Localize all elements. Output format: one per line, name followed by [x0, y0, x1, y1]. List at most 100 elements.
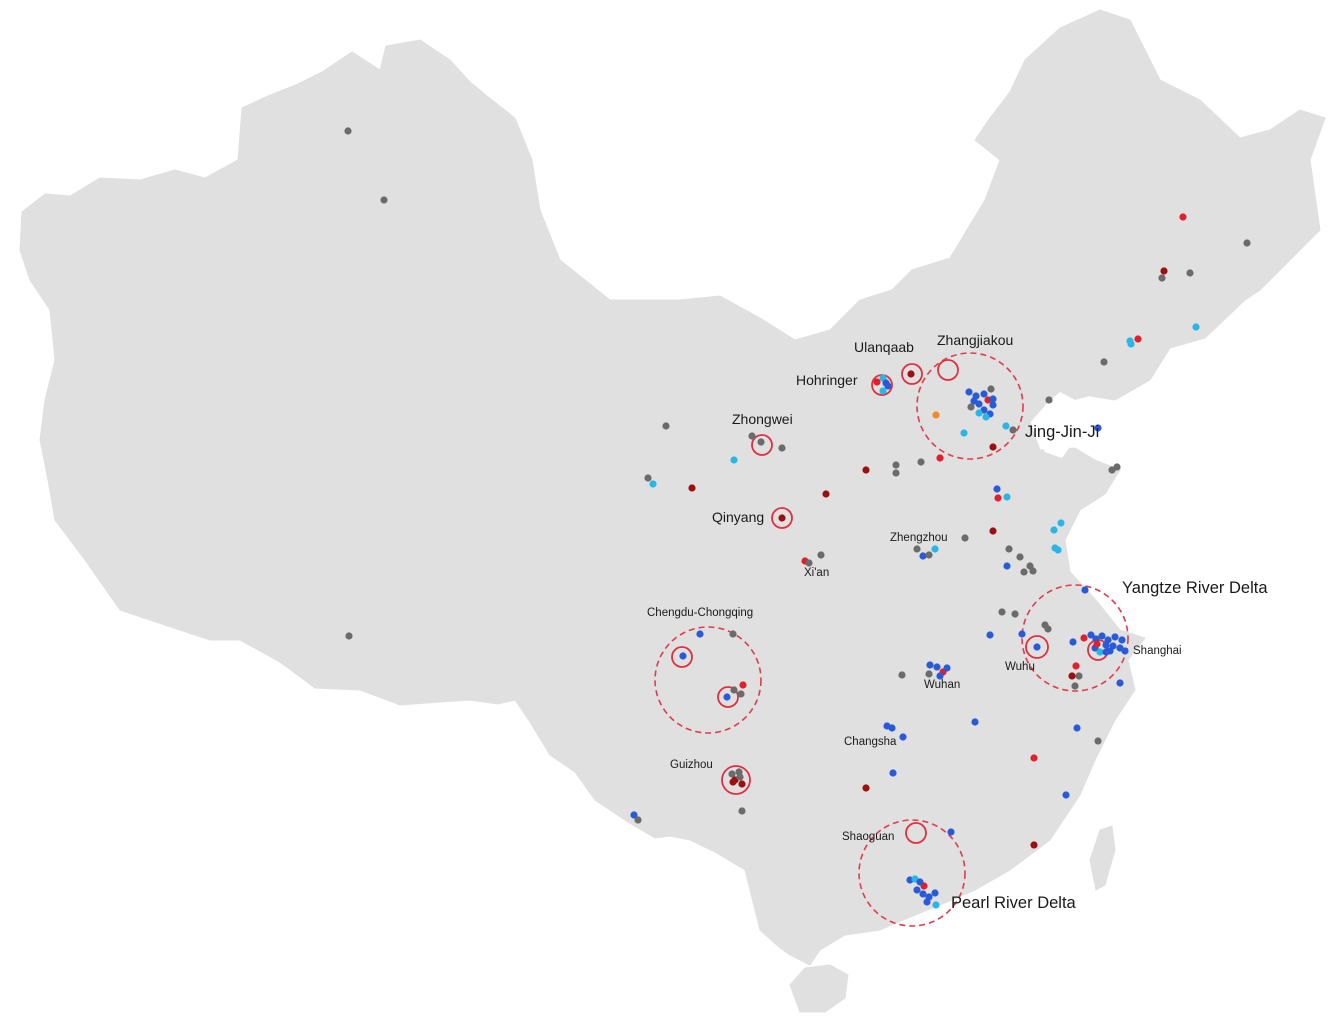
- data-center-dot: [778, 444, 786, 452]
- data-center-dot: [1062, 791, 1070, 799]
- data-center-dot: [967, 403, 975, 411]
- data-center-dot: [888, 724, 896, 732]
- data-center-dot: [993, 485, 1001, 493]
- data-center-dot: [634, 816, 642, 824]
- data-center-dot: [737, 690, 745, 698]
- data-center-dot: [925, 551, 933, 559]
- data-center-dot: [1045, 396, 1053, 404]
- data-center-dot: [913, 545, 921, 553]
- data-center-dot: [644, 474, 652, 482]
- data-center-dot: [736, 773, 744, 781]
- data-center-dot: [898, 671, 906, 679]
- data-center-dot: [960, 429, 968, 437]
- data-center-dot: [1044, 625, 1052, 633]
- data-center-dot: [1009, 426, 1017, 434]
- data-center-dot: [1096, 648, 1104, 656]
- data-center-dot: [975, 409, 983, 417]
- data-center-dot: [1068, 672, 1076, 680]
- label-yangtze-river-delta: Yangtze River Delta: [1122, 579, 1268, 597]
- label-qinyang: Qinyang: [712, 509, 764, 525]
- data-center-dot: [989, 401, 997, 409]
- data-center-dot: [696, 630, 704, 638]
- data-center-dot: [913, 886, 921, 894]
- data-center-dot: [822, 490, 830, 498]
- data-center-dot: [987, 385, 995, 393]
- data-center-dot: [923, 898, 931, 906]
- ring-guizhou: [721, 765, 751, 795]
- data-center-dot: [739, 681, 747, 689]
- data-center-dot: [943, 664, 951, 672]
- data-center-dot: [933, 663, 941, 671]
- data-center-dot: [344, 127, 352, 135]
- data-center-dot: [879, 387, 887, 395]
- data-center-dot: [907, 370, 915, 378]
- data-center-dot: [1073, 724, 1081, 732]
- data-center-dot: [1108, 466, 1116, 474]
- label-changsha: Changsha: [844, 736, 897, 748]
- data-center-dot: [1002, 422, 1010, 430]
- data-center-dot: [1121, 647, 1129, 655]
- ring-wuhu: [1025, 635, 1049, 659]
- data-center-dot: [989, 395, 997, 403]
- data-center-dot: [662, 422, 670, 430]
- data-center-dot: [1094, 424, 1102, 432]
- data-center-dot: [892, 469, 900, 477]
- ring-chongqing: [717, 686, 739, 708]
- data-center-dot: [932, 901, 940, 909]
- data-center-dot: [1134, 335, 1142, 343]
- data-center-dot: [1069, 638, 1077, 646]
- data-center-dot: [1030, 754, 1038, 762]
- data-center-dot: [916, 878, 924, 886]
- data-center-dot: [1075, 672, 1083, 680]
- label-shaoguan: Shaoguan: [842, 831, 894, 843]
- data-center-dot: [982, 413, 990, 421]
- ring-zhongwei: [751, 434, 773, 456]
- data-center-dot: [882, 379, 890, 387]
- data-center-dot: [1071, 682, 1079, 690]
- data-center-dot: [1127, 340, 1135, 348]
- data-center-dot: [970, 397, 978, 405]
- data-center-dot: [1118, 636, 1126, 644]
- data-center-dot: [1179, 213, 1187, 221]
- data-center-dot: [649, 480, 657, 488]
- data-center-dot: [1192, 323, 1200, 331]
- data-center-dot: [1030, 841, 1038, 849]
- data-center-dot: [931, 545, 939, 553]
- data-center-dot: [729, 778, 737, 786]
- data-center-dot: [1018, 630, 1026, 638]
- data-center-dot: [947, 828, 955, 836]
- ring-chengdu: [671, 646, 693, 668]
- cluster-pearl-river-delta: [858, 819, 966, 927]
- data-center-dot: [1094, 737, 1102, 745]
- data-center-dot: [925, 670, 933, 678]
- data-center-dot: [1020, 568, 1028, 576]
- china-landmass: [19, 9, 1326, 966]
- data-center-dot: [919, 890, 927, 898]
- data-center-dot: [730, 686, 738, 694]
- data-center-dot: [778, 514, 786, 522]
- cluster-chengdu-chongqing: [654, 626, 762, 734]
- label-zhangjiakou: Zhangjiakou: [937, 332, 1013, 348]
- label-hohhot: Hohringer: [796, 372, 858, 388]
- label-jing-jin-ji: Jing-Jin-Ji: [1025, 423, 1099, 441]
- ring-qinyang: [771, 507, 793, 529]
- data-center-dot: [1003, 562, 1011, 570]
- data-center-dot: [989, 527, 997, 535]
- data-center-dot: [1093, 640, 1101, 648]
- ring-zhangjiakou: [937, 359, 959, 381]
- label-zhengzhou: Zhengzhou: [890, 532, 948, 544]
- data-center-dot: [630, 811, 638, 819]
- bohai-sea: [1035, 392, 1092, 458]
- data-center-dot: [971, 718, 979, 726]
- data-center-dot: [919, 552, 927, 560]
- data-center-dot: [1111, 633, 1119, 641]
- label-xian: Xi'an: [804, 567, 829, 579]
- data-center-dots: [344, 127, 1251, 909]
- data-center-dot: [892, 461, 900, 469]
- data-center-dot: [738, 807, 746, 815]
- data-center-dot: [1106, 647, 1114, 655]
- data-center-dot: [936, 454, 944, 462]
- data-center-dot: [728, 770, 736, 778]
- data-center-dot: [932, 411, 940, 419]
